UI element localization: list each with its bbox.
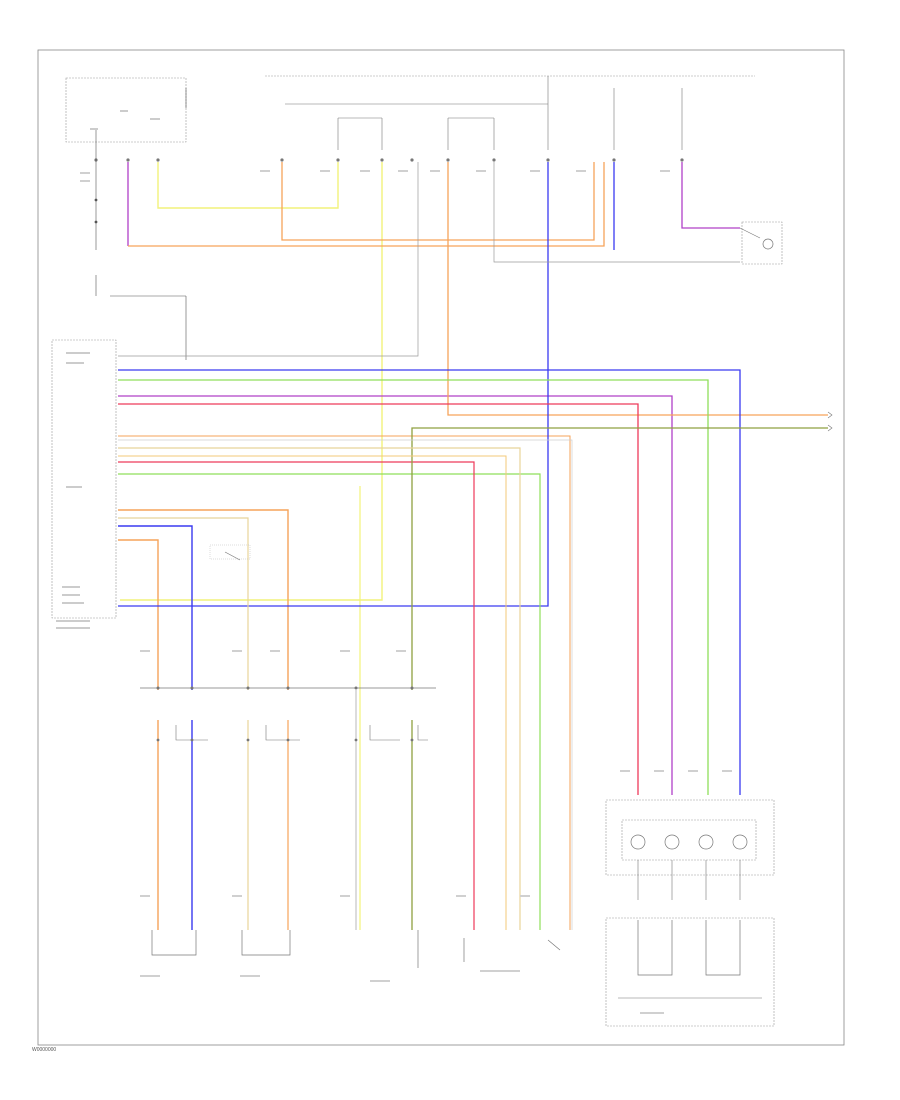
top-junction-bus xyxy=(265,75,755,150)
top-pin-row xyxy=(94,158,684,162)
wire-blue-long xyxy=(118,162,549,607)
wire-gray-3 xyxy=(118,439,573,930)
wire-orange-top xyxy=(128,162,605,247)
sensor-left-front xyxy=(241,930,291,956)
clock-spring-module xyxy=(605,799,775,900)
wire-gray-2 xyxy=(493,162,740,263)
inline-connector-mark xyxy=(209,544,251,561)
wire-orange-long xyxy=(447,162,828,416)
lower-pin-row xyxy=(156,738,414,742)
wire-green-lower xyxy=(118,473,541,930)
wire-orange-left xyxy=(118,509,289,690)
control-module-box xyxy=(51,339,117,619)
fine-print-marks xyxy=(80,170,732,1014)
wire-green-module xyxy=(118,379,709,795)
middle-connector-bus xyxy=(140,686,436,690)
wire-red-lower xyxy=(118,461,475,930)
wire-blue-left xyxy=(118,525,193,690)
module-pin-marks xyxy=(56,352,90,629)
wire-blue-module xyxy=(118,369,741,795)
wire-red-module xyxy=(118,403,639,795)
airbag-module-box xyxy=(605,917,775,1027)
wire-tan-1 xyxy=(118,447,521,930)
wire-orange-module xyxy=(118,435,571,930)
right-edge-connectors xyxy=(827,411,833,432)
left-fuse-chain xyxy=(94,130,187,360)
wire-tan-3 xyxy=(118,517,249,690)
sensor-right-front xyxy=(151,930,197,956)
top-left-junction-box xyxy=(65,77,187,143)
wire-purple-module xyxy=(118,395,673,795)
wire-yellow-top xyxy=(157,162,339,209)
lower-connector-brackets xyxy=(175,725,428,741)
wire-tan-2 xyxy=(118,455,507,930)
sensor-seat-belt xyxy=(417,930,561,968)
diagram-frame xyxy=(37,49,845,1046)
wire-yellow-long xyxy=(120,162,383,601)
wire-gray-1 xyxy=(118,162,419,357)
wire-olive-long xyxy=(411,427,828,690)
wire-orange-left2 xyxy=(118,539,159,690)
wire-orange-mid xyxy=(281,162,595,241)
top-right-device xyxy=(739,221,783,265)
wire-purple-right xyxy=(681,162,740,229)
footer-code: W0000000 xyxy=(32,1047,57,1053)
